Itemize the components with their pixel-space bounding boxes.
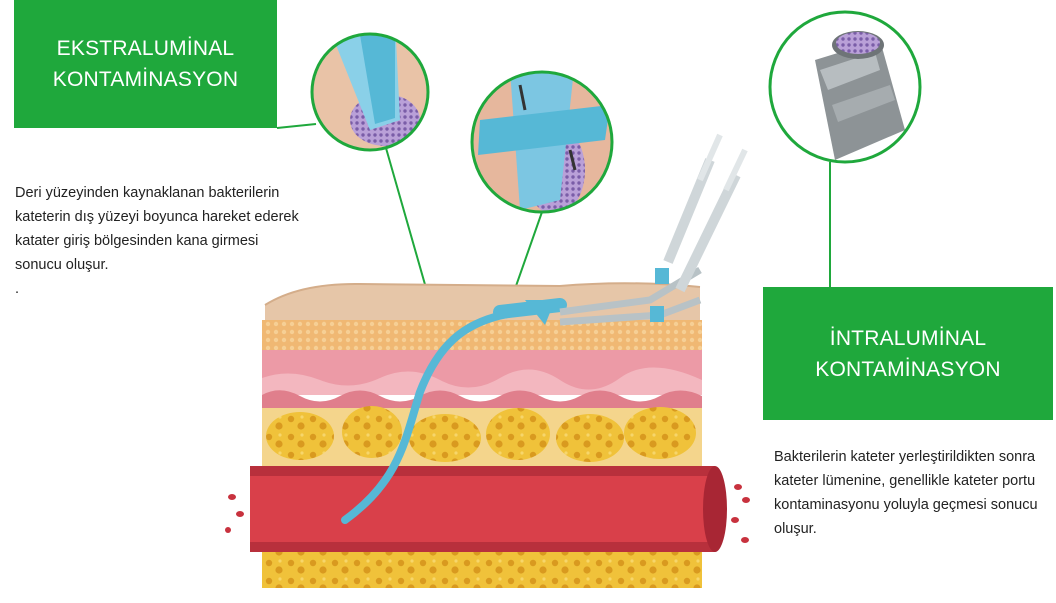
intraluminal-title-box: İNTRALUMİNAL KONTAMİNASYON bbox=[763, 287, 1053, 420]
intraluminal-title-line-2: KONTAMİNASYON bbox=[815, 354, 1000, 385]
intraluminal-desc-line: kontaminasyonu yoluyla geçmesi sonucu bbox=[774, 493, 1049, 517]
intraluminal-desc-line: kateter lümenine, genellikle kateter por… bbox=[774, 469, 1049, 493]
extraluminal-desc-line: . bbox=[15, 277, 305, 301]
intraluminal-title-line-1: İNTRALUMİNAL bbox=[830, 323, 986, 354]
intraluminal-desc-line: Bakterilerin kateter yerleştirildikten s… bbox=[774, 445, 1049, 469]
intraluminal-description: Bakterilerin kateter yerleştirildikten s… bbox=[774, 445, 1049, 541]
extraluminal-desc-line: sonucu oluşur. bbox=[15, 253, 305, 277]
extraluminal-description: Deri yüzeyinden kaynaklanan bakterilerin… bbox=[15, 181, 305, 301]
intraluminal-desc-line: oluşur. bbox=[774, 517, 1049, 541]
extraluminal-desc-line: kateterin dış yüzeyi boyunca hareket ede… bbox=[15, 205, 305, 229]
zoom-circle-extraluminal bbox=[312, 20, 428, 150]
extraluminal-title-line-2: KONTAMİNASYON bbox=[53, 64, 238, 95]
zoom-circle-insertion-site bbox=[472, 60, 612, 215]
extraluminal-desc-line: katater giriş bölgesinden kana girmesi bbox=[15, 229, 305, 253]
extraluminal-desc-line: Deri yüzeyinden kaynaklanan bakterilerin bbox=[15, 181, 305, 205]
extraluminal-title-line-1: EKSTRALUMİNAL bbox=[57, 33, 235, 64]
extraluminal-title-box: EKSTRALUMİNAL KONTAMİNASYON bbox=[14, 0, 277, 128]
zoom-circle-catheter-hub bbox=[770, 12, 920, 162]
tissue-block bbox=[225, 283, 750, 588]
